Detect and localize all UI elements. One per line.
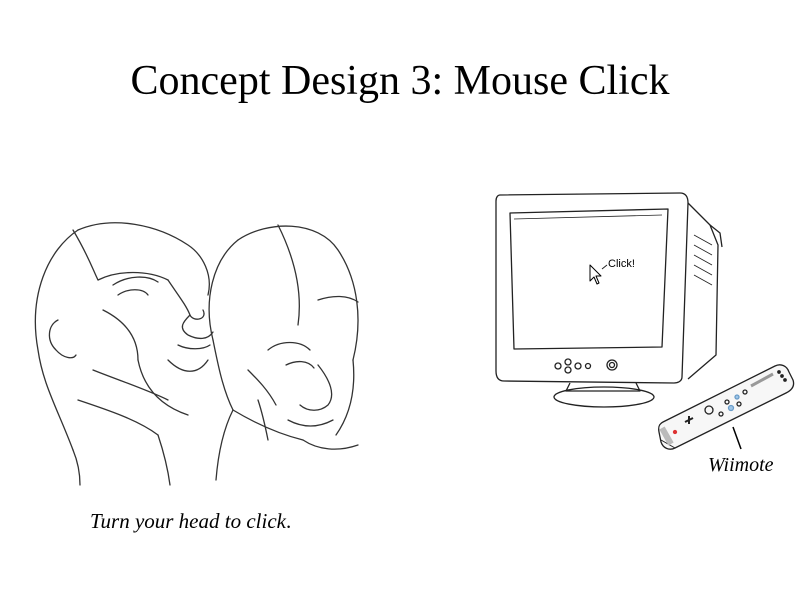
slide-title: Concept Design 3: Mouse Click [130, 58, 670, 104]
caption: Turn your head to click. [90, 507, 291, 535]
wiimote-label: Wiimote [708, 454, 774, 476]
crt-monitor-illustration [490, 185, 740, 415]
caption-italic-text: Turn your head to click [90, 509, 286, 533]
wiimote-icon [655, 352, 795, 452]
head-sketch-illustration [18, 200, 378, 490]
click-label: Click! [608, 258, 635, 270]
caption-trailing-text: . [285, 509, 292, 533]
callout-line [725, 425, 745, 455]
